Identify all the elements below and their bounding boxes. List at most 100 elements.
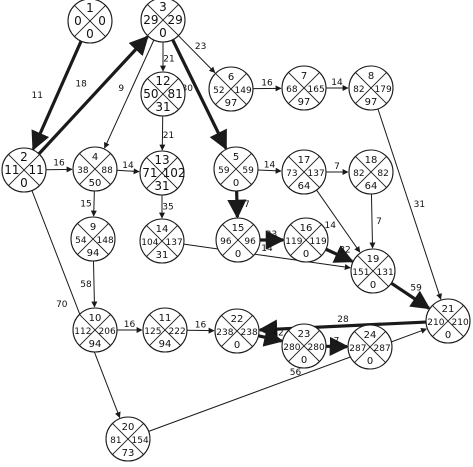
node-slack: 94 [89,339,102,350]
node-divider [215,73,247,105]
edge-duration-label: 56 [290,368,302,378]
edge-2-4: 16 [45,159,73,173]
edge-line [183,243,351,270]
node-id: 14 [156,224,169,235]
node-id: 1 [86,1,94,15]
node-divider [354,331,386,363]
node-id: 12 [155,74,170,88]
edge-9-10: 58 [80,260,98,308]
node-earliest-finish: 96 [244,237,256,247]
node-slack: 64 [365,181,378,192]
edge-line [31,40,83,151]
node-earliest-start: 71 [142,166,157,180]
node-earliest-finish: 59 [242,166,254,176]
edge-line [91,260,98,308]
node-divider [146,225,178,257]
node-earliest-start: 104 [141,238,158,248]
node-earliest-start: 38 [77,166,89,176]
node-divider [74,5,106,37]
edge-8-21: 31 [377,108,442,300]
node-earliest-finish: 206 [99,327,116,337]
edge-duration-label: 42 [272,328,283,338]
edge-duration-label: 16 [53,159,65,169]
edge-10-11: 16 [117,320,143,333]
edge-duration-label: 7 [334,336,340,346]
edge-17-18: 7 [326,162,349,175]
edge-line [171,39,228,151]
node-earliest-start: 81 [110,436,121,446]
node-divider [149,314,181,346]
node-divider [288,330,320,362]
node-earliest-start: 125 [144,327,161,337]
edge-duration-label: 16 [261,79,273,89]
edge-duration-label: 31 [414,200,425,210]
node-earliest-finish: 11 [28,163,43,177]
node-id: 16 [300,223,313,234]
node-id: 10 [89,313,102,324]
edge-duration-label: 7 [334,162,340,172]
edge-line [390,281,431,310]
node-id: 13 [154,153,169,167]
node-id: 8 [368,71,374,82]
edge-duration-label: 30 [182,84,194,94]
node-divider [8,154,40,186]
node-id: 9 [90,222,96,233]
node-id: 4 [92,152,98,163]
node-divider [221,315,253,347]
edge-duration-label: 14 [324,221,336,231]
edge-line [377,108,442,300]
edge-3-6: 23 [178,35,216,74]
node-divider [357,255,389,287]
edge-22-23: 42 [258,327,284,347]
edge-duration-label: 59 [410,284,422,294]
node-slack: 64 [298,181,311,192]
node-earliest-start: 29 [143,13,158,27]
node-earliest-finish: 29 [167,13,182,27]
node-earliest-start: 96 [220,237,232,247]
node-slack: 31 [155,100,170,114]
edge-1-2: 11 [31,40,83,151]
edge-duration-label: 9 [118,84,124,94]
node-earliest-finish: 210 [452,318,469,328]
node-id: 21 [442,304,455,315]
node-earliest-finish: 137 [166,238,183,248]
node-id: 18 [365,155,378,166]
edge-19-21: 59 [390,281,431,310]
node-divider [146,157,178,189]
node-divider [288,156,320,188]
node-earliest-finish: 102 [163,166,186,180]
edge-3-4: 9 [104,39,155,149]
edge-3-12: 21 [160,42,175,72]
node-divider [432,305,464,337]
node-divider [355,156,387,188]
edge-line [257,167,282,174]
node-earliest-finish: 149 [235,86,252,96]
node-earliest-finish: 154 [132,436,149,446]
node-slack: 31 [154,179,169,193]
node-earliest-start: 11 [4,163,19,177]
